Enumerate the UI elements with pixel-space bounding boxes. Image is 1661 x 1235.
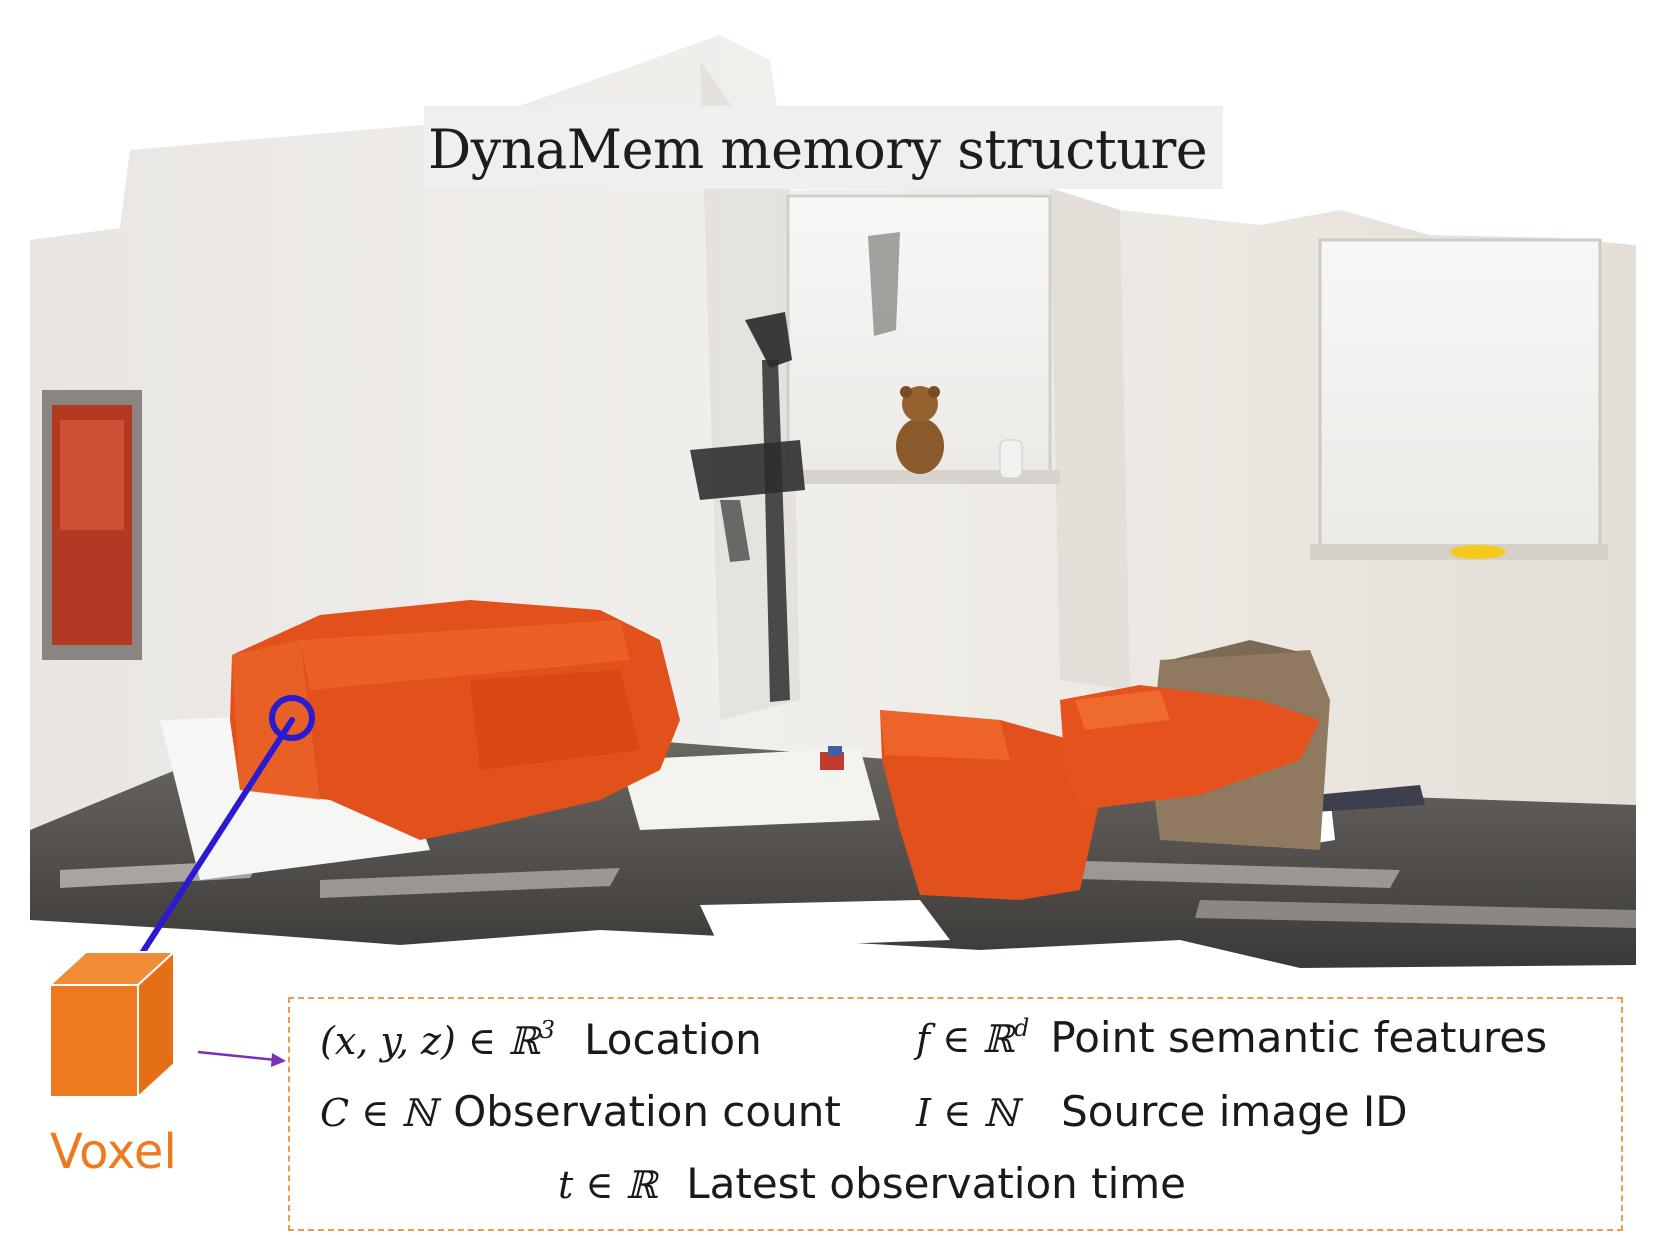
dark-stand (690, 312, 805, 702)
voxel-connector (125, 695, 315, 978)
orange-sofa-left (230, 600, 680, 840)
attribute-source-image-id-description: Source image ID (1061, 1087, 1408, 1136)
orange-chair-middle (880, 710, 1100, 900)
attribute-semantic-features-description: Point semantic features (1050, 1013, 1548, 1062)
diagram-title: DynaMem memory structure (424, 106, 1224, 189)
attribute-semantic-features: f ∈ ℝd Point semantic features (916, 1013, 1547, 1062)
orange-chair-right (1060, 685, 1320, 810)
attribute-source-image-id-symbol: I ∈ ℕ (916, 1091, 1019, 1135)
voxel-attributes-box: (x, y, z) ∈ ℝ3 Location f ∈ ℝd Point sem… (288, 997, 1623, 1231)
voxel-cube-icon (47, 949, 177, 1100)
voxel-to-attributes-arrow (197, 1050, 286, 1067)
attribute-latest-observation-time-description: Latest observation time (686, 1159, 1187, 1208)
attribute-location-description: Location (584, 1015, 762, 1064)
teddy-bear (896, 386, 944, 474)
floor-toy (820, 746, 844, 770)
attribute-latest-observation-time-symbol: t ∈ ℝ (558, 1163, 658, 1207)
small-figurine (999, 439, 1023, 479)
attribute-location: (x, y, z) ∈ ℝ3 Location (320, 1015, 762, 1064)
window-right (1310, 238, 1608, 560)
wall-frame (42, 390, 142, 660)
attribute-latest-observation-time: t ∈ ℝ Latest observation time (558, 1159, 1186, 1208)
attribute-observation-count-description: Observation count (453, 1087, 841, 1136)
attribute-semantic-features-symbol: f ∈ ℝd (916, 1014, 1030, 1061)
attribute-observation-count: C ∈ ℕ Observation count (320, 1087, 841, 1136)
attribute-observation-count-symbol: C ∈ ℕ (320, 1091, 437, 1135)
attribute-location-symbol: (x, y, z) ∈ ℝ3 (320, 1016, 555, 1063)
attribute-source-image-id: I ∈ ℕ Source image ID (916, 1087, 1408, 1136)
voxel-label: Voxel (50, 1124, 177, 1180)
